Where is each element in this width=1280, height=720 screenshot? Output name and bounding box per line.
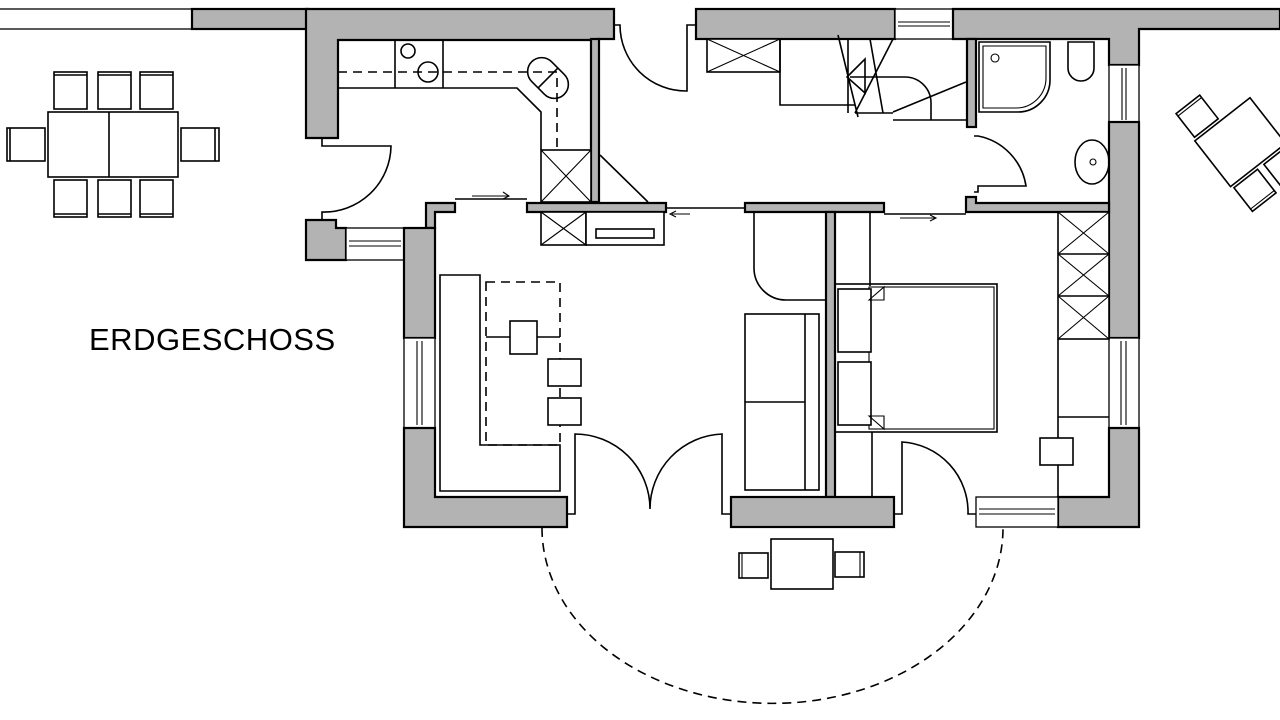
door-living-double[interactable] [567,433,731,515]
chair [139,71,174,110]
chair-back [1177,97,1202,117]
wall-living-west [402,226,437,340]
wall-corridor-2 [743,201,886,214]
desk [1057,339,1109,497]
shower-tray [978,41,1051,113]
wall-east-upper [1107,120,1141,340]
chair [139,179,174,218]
staircase[interactable] [779,34,967,121]
terrace-boundary [541,527,1004,705]
pillow [837,288,872,353]
chair [6,127,46,162]
kitchen [321,39,649,220]
wall-kitchen-north [304,7,616,140]
terrace-west [0,7,310,218]
stool[interactable] [547,358,582,387]
stool[interactable] [509,320,538,355]
table-top [47,111,179,178]
wall-living-sw [402,426,569,529]
chair [53,71,88,110]
upper-cabinets [338,71,558,150]
chair [1174,94,1220,139]
door-bedroom[interactable] [894,441,976,515]
chair [834,551,865,578]
tap [1089,158,1097,166]
terrace-east [1174,94,1280,213]
dining-table-west[interactable] [6,71,220,218]
kitchen-island-counter [439,274,561,492]
sideboard-drawer [595,228,655,239]
wall-segment [190,7,310,31]
cabinet-cross [540,149,592,203]
chair-back [1250,190,1275,210]
window-bath [1108,64,1140,123]
chair [97,71,132,110]
island-outline [485,281,561,446]
terrace-table[interactable] [1193,96,1280,188]
toilet-icon [1067,41,1095,82]
corner-cabinet [753,212,826,301]
hallway [540,24,967,246]
cabinet-edge [599,154,649,203]
terrace-wall-outline [0,8,193,30]
stair-outline [779,39,855,106]
mattress [868,286,995,430]
window-living-west [403,337,436,429]
sink-icon [526,56,570,100]
kitchen-counter [338,39,591,150]
terrace-table[interactable] [770,538,834,590]
shower-inner [982,45,1047,109]
duvet-fold [867,285,885,431]
wall-living-bedroom [824,210,837,499]
stool[interactable] [547,397,582,426]
stair-arrow-icon [845,57,866,95]
stair-landing [855,112,966,121]
chair [180,127,220,162]
sink-divider [537,67,559,89]
sliding-door-arrow-icon [900,214,938,222]
sliding-door-arrow-icon [668,210,690,218]
stove-burner-icon [400,43,416,59]
wall-corridor-3 [964,195,1111,214]
chair [1232,168,1278,213]
wall-kitchen-hall [589,37,601,204]
cabinet-cross [540,211,587,246]
window-kitchen-south [345,227,405,261]
shower-drain-icon [990,53,1000,63]
living-room [439,212,826,515]
door-kitchen[interactable] [321,138,392,220]
wall-kitchen-sw [304,218,348,262]
walls [304,7,1280,529]
chair [1262,144,1280,190]
sliding-door-arrow-icon [472,191,511,200]
washbasin-icon [1074,139,1110,185]
floor-title: ERDGESCHOSS [89,322,336,357]
door-bathroom[interactable] [974,135,1027,193]
window-bedroom-south [975,496,1059,528]
bathroom [974,41,1110,193]
bedroom [834,211,1110,515]
wall-south-middle [729,495,896,529]
chair [738,552,769,579]
cabinet-cross [706,38,781,73]
wall-bath-north [951,7,1280,67]
desk-chair[interactable] [1039,437,1074,466]
stair-treads [837,34,967,118]
chair [53,179,88,218]
stair-walkline [850,76,932,120]
wall-bath-west [965,37,978,129]
chair [97,179,132,218]
bed[interactable] [834,283,998,433]
window-bedroom-east [1108,337,1140,429]
cabinet-cross [1057,211,1110,340]
pillow [837,361,872,426]
terrace-south [541,527,1004,705]
window-stair [894,8,954,40]
door-entrance[interactable] [614,24,696,92]
wall-living-nw [424,201,457,230]
wall-corridor-1 [525,201,668,214]
wall-hall-north [694,7,897,41]
